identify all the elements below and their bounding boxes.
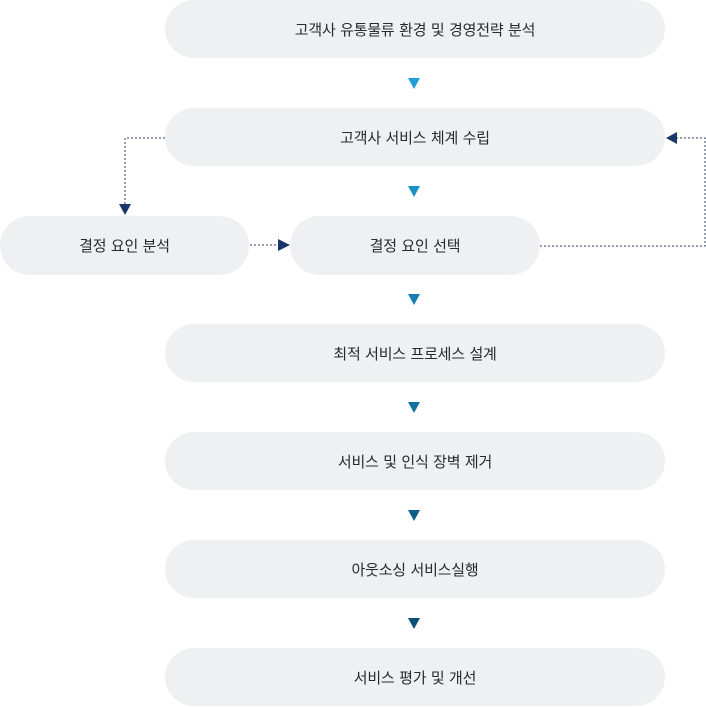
arrowhead-right-icon — [278, 239, 290, 251]
step-label: 최적 서비스 프로세스 설계 — [333, 344, 497, 363]
connector-right-path — [540, 137, 706, 247]
step-process-design-box: 최적 서비스 프로세스 설계 — [165, 324, 665, 382]
step-service-system-box: 고객사 서비스 체계 수립 — [165, 108, 665, 166]
connector-left-path — [124, 137, 165, 205]
down-arrow-icon — [408, 510, 420, 521]
down-arrow-icon — [408, 402, 420, 413]
down-arrow-icon — [408, 618, 420, 629]
step-label: 결정 요인 분석 — [79, 237, 170, 255]
step-factor-analysis-box: 결정 요인 분석 — [0, 216, 249, 275]
step-label: 고객사 유통물류 환경 및 경영전략 분석 — [294, 20, 536, 39]
step-outsourcing-box: 아웃소싱 서비스실행 — [165, 540, 665, 598]
step-label: 아웃소싱 서비스실행 — [351, 560, 479, 579]
step-label: 서비스 및 인식 장벽 제거 — [337, 452, 493, 471]
step-evaluation-box: 서비스 평가 및 개선 — [165, 648, 665, 706]
step-analysis-box: 고객사 유통물류 환경 및 경영전략 분석 — [165, 0, 665, 58]
step-barrier-removal-box: 서비스 및 인식 장벽 제거 — [165, 432, 665, 490]
down-arrow-icon — [408, 186, 420, 197]
step-label: 결정 요인 선택 — [369, 237, 461, 255]
arrowhead-down-icon — [119, 204, 131, 215]
step-factor-selection-box: 결정 요인 선택 — [290, 216, 540, 275]
down-arrow-icon — [408, 294, 420, 305]
step-label: 서비스 평가 및 개선 — [353, 668, 477, 687]
step-label: 고객사 서비스 체계 수립 — [340, 128, 490, 147]
arrowhead-left-icon — [666, 132, 677, 144]
down-arrow-icon — [408, 78, 420, 89]
